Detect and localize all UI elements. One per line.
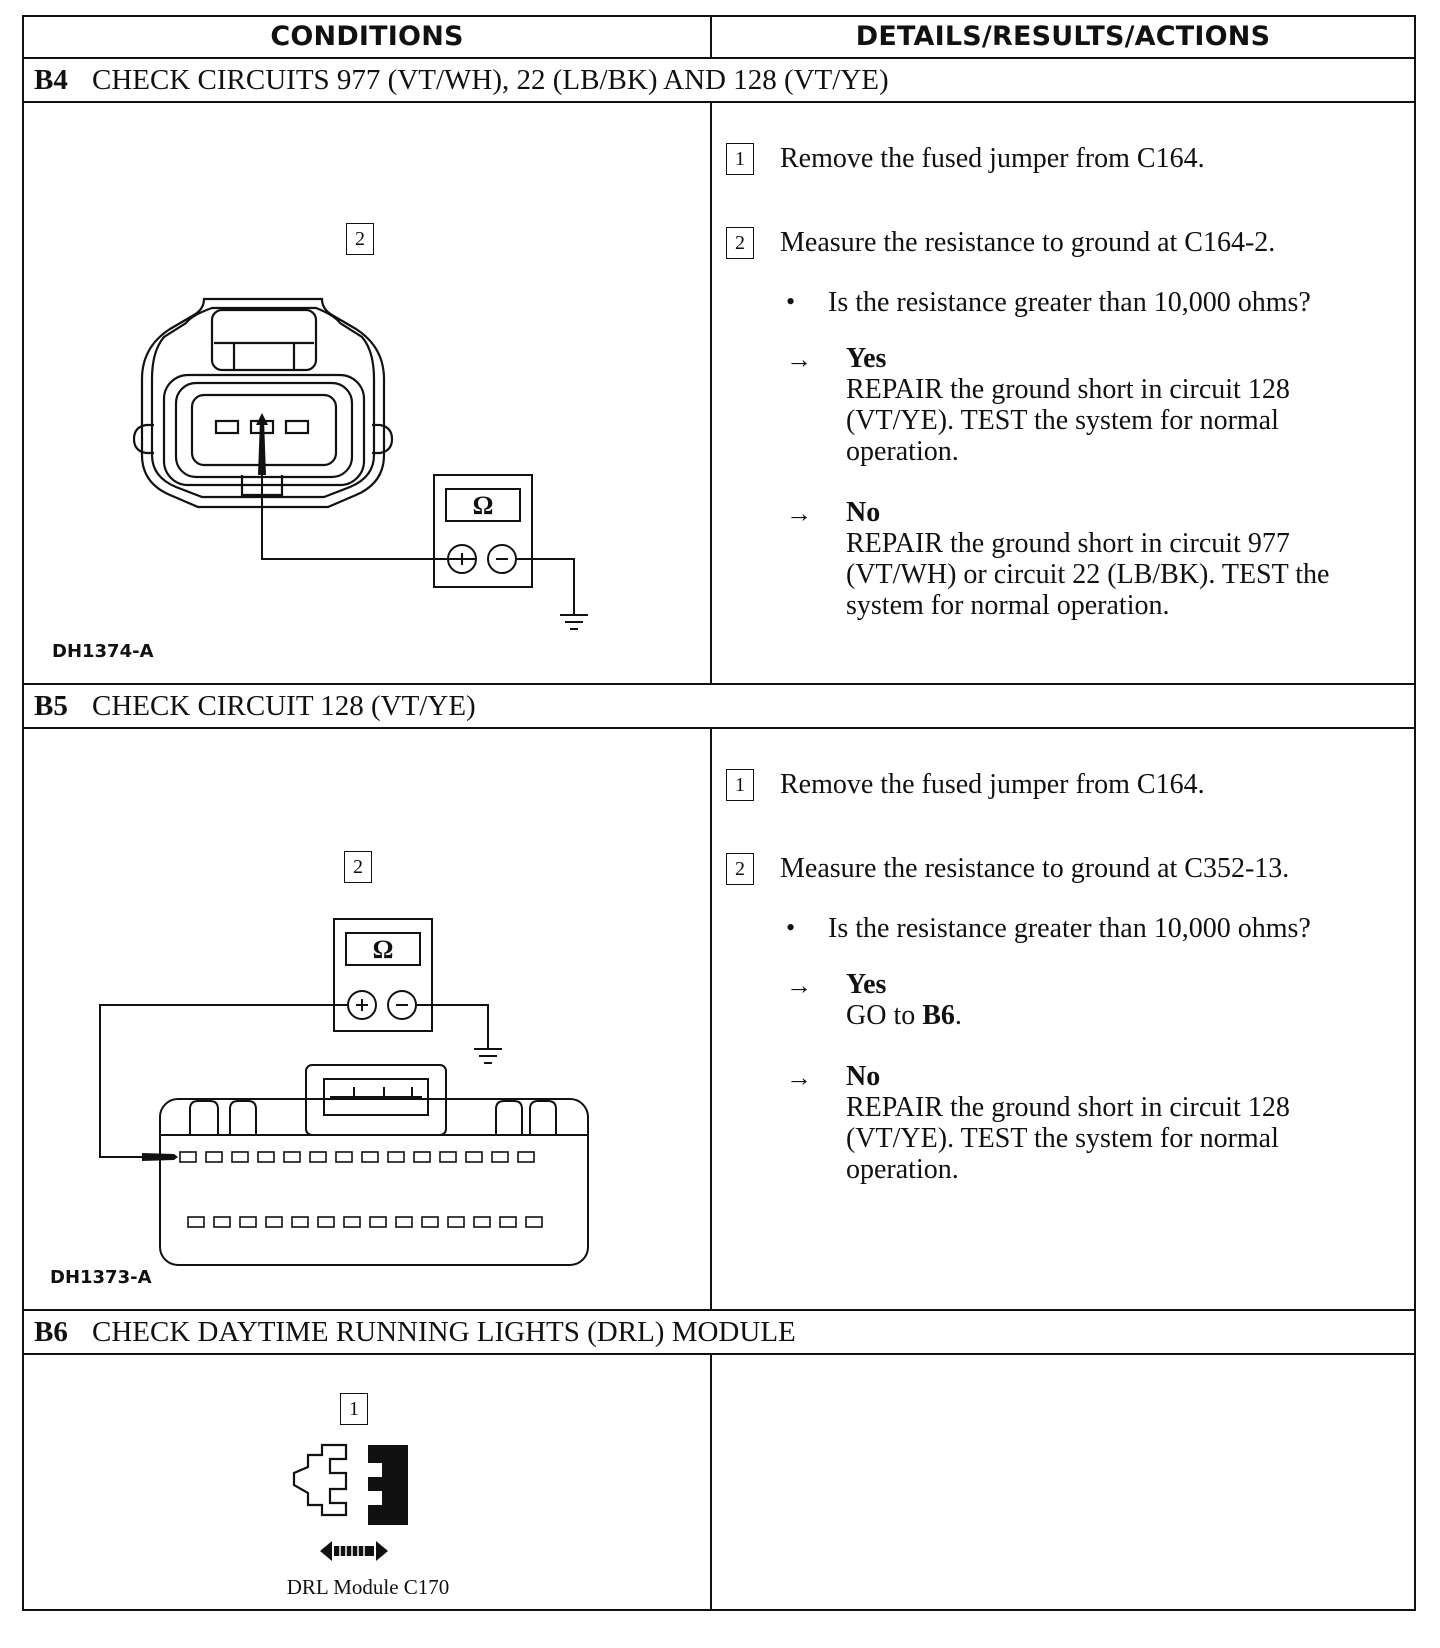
go-to-suffix: . [954,1000,962,1031]
arrow-right-icon: → [786,499,812,528]
yes-answer: Yes REPAIR the ground short in circuit 1… [846,343,1290,467]
answer-line: (VT/YE). TEST the system for normal [846,405,1279,436]
action-text: Remove the fused jumper from C164. [780,143,1205,174]
step-b5-body-row: 2 [22,727,1416,1311]
answer-line: GO to B6. [846,1000,962,1031]
table-header-row: CONDITIONS DETAILS/RESULTS/ACTIONS [22,15,1416,59]
answer-line: REPAIR the ground short in circuit 128 [846,374,1290,405]
step-b6-title: B6 CHECK DAYTIME RUNNING LIGHTS (DRL) MOD… [22,1309,1416,1355]
go-to-target-link[interactable]: B6 [922,1000,955,1031]
conditions-header: CONDITIONS [22,15,712,59]
arrow-right-icon: → [786,345,812,374]
step-b5-details: 1 Remove the fused jumper from C164. 2 M… [710,727,1416,1311]
connector-c164-diagram: Ω [132,297,588,630]
answer-line: (VT/WH) or circuit 22 (LB/BK). TEST the [846,559,1330,590]
connector-c352-diagram: Ω [99,918,589,1266]
ohm-symbol: Ω [473,491,494,520]
question-text: Is the resistance greater than 10,000 oh… [828,287,1311,318]
no-label: No [846,1061,881,1092]
arrow-right-icon: → [786,971,812,1000]
bullet-icon: • [786,287,796,316]
figure-id: DH1374-A [52,641,154,662]
action-text: Measure the resistance to ground at C164… [780,227,1276,258]
bullet-icon: • [786,913,796,942]
step-b6-title-row: B6 CHECK DAYTIME RUNNING LIGHTS (DRL) MOD… [22,1309,1416,1355]
action-number: 1 [726,143,754,175]
details-header: DETAILS/RESULTS/ACTIONS [710,15,1416,59]
step-b6-body-row: 1 DRL Module C170 [22,1353,1416,1611]
step-b4-id: B4 [34,64,68,96]
answer-line: (VT/YE). TEST the system for normal [846,1123,1279,1154]
action-number: 2 [726,853,754,885]
step-b4-title: B4 CHECK CIRCUITS 977 (VT/WH), 22 (LB/BK)… [22,57,1416,103]
step-b4-title-text: CHECK CIRCUITS 977 (VT/WH), 22 (LB/BK) A… [92,64,889,96]
answer-line: operation. [846,1154,959,1185]
figure-id: DH1373-A [50,1267,152,1288]
step-b6-details [710,1353,1416,1611]
no-label: No [846,497,881,528]
figure-step-number: 2 [344,851,372,883]
step-b4-body-row: 2 [22,101,1416,685]
step-b5-id: B5 [34,690,68,722]
answer-line: REPAIR the ground short in circuit 128 [846,1092,1290,1123]
figure-step-number: 1 [340,1393,368,1425]
step-b5-title-row: B5 CHECK CIRCUIT 128 (VT/YE) [22,683,1416,729]
no-answer: No REPAIR the ground short in circuit 12… [846,1061,1290,1185]
action-text: Remove the fused jumper from C164. [780,769,1205,800]
action-number: 2 [726,227,754,259]
yes-answer: Yes GO to B6. [846,969,962,1031]
no-answer: No REPAIR the ground short in circuit 97… [846,497,1329,621]
step-b6-conditions: 1 DRL Module C170 [22,1353,712,1611]
arrow-right-icon: → [786,1063,812,1092]
step-b4-details: 1 Remove the fused jumper from C164. 2 M… [710,101,1416,685]
step-b6-id: B6 [34,1316,68,1348]
step-b4-conditions: 2 [22,101,712,685]
question-text: Is the resistance greater than 10,000 oh… [828,913,1311,944]
yes-label: Yes [846,969,887,1000]
step-b5-title: B5 CHECK CIRCUIT 128 (VT/YE) [22,683,1416,729]
figure-caption: DRL Module C170 [286,1575,450,1599]
drl-connector-disconnect-icon [292,1443,408,1561]
step-b6-title-text: CHECK DAYTIME RUNNING LIGHTS (DRL) MODUL… [92,1316,796,1348]
ohm-symbol: Ω [373,935,394,964]
answer-line: REPAIR the ground short in circuit 977 [846,528,1290,559]
figure-step-number: 2 [346,223,374,255]
go-to-text: GO to [846,1000,923,1031]
action-text: Measure the resistance to ground at C352… [780,853,1290,884]
step-b5-title-text: CHECK CIRCUIT 128 (VT/YE) [92,690,476,722]
action-number: 1 [726,769,754,801]
step-b4-title-row: B4 CHECK CIRCUITS 977 (VT/WH), 22 (LB/BK)… [22,57,1416,103]
step-b5-conditions: 2 [22,727,712,1311]
answer-line: operation. [846,436,959,467]
answer-line: system for normal operation. [846,590,1170,621]
yes-label: Yes [846,343,887,374]
